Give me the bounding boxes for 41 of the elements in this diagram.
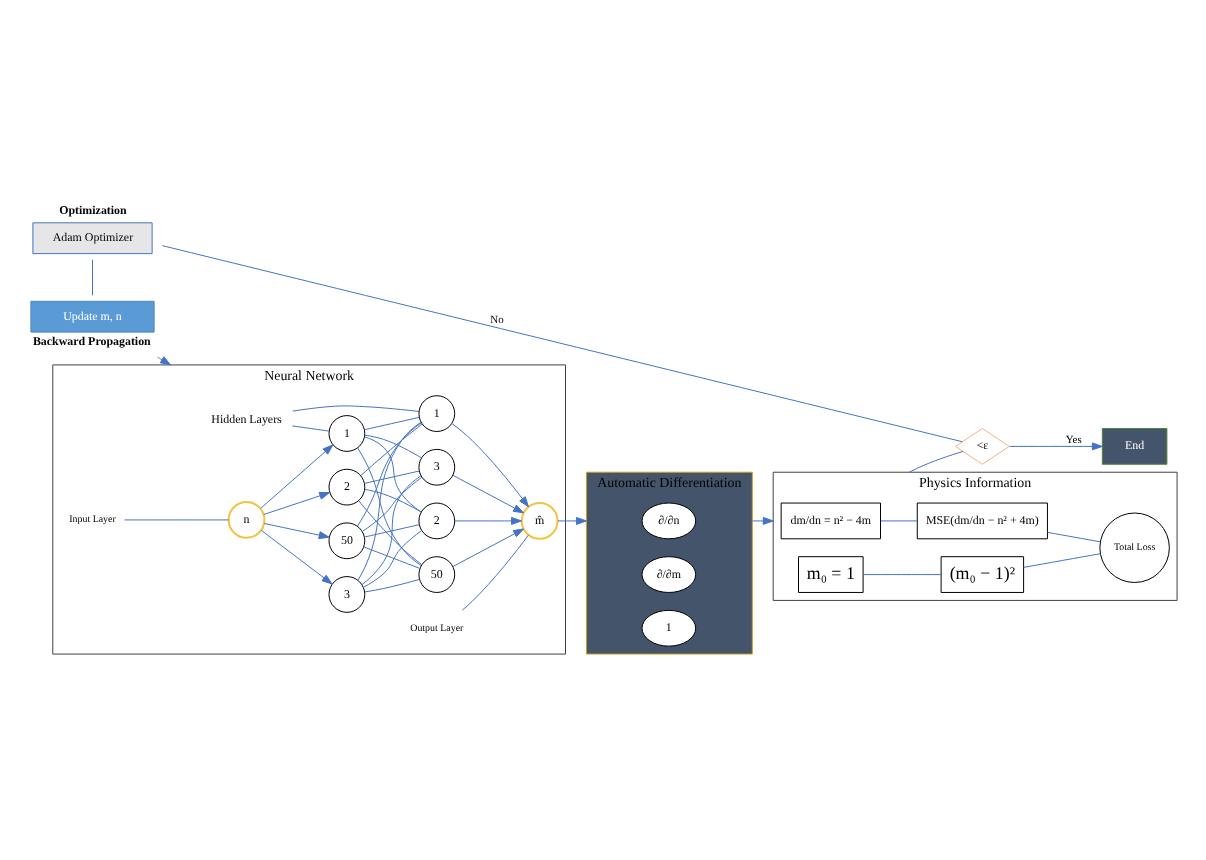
connector (363, 530, 423, 588)
node-box: (m₀ − 1)² (940, 556, 1025, 593)
connector (356, 422, 422, 527)
connector (1023, 553, 1101, 568)
connector (361, 475, 422, 586)
arrow (451, 423, 529, 508)
connector (880, 520, 918, 522)
arrow (263, 522, 330, 540)
connector (364, 488, 422, 513)
connector (1047, 531, 1101, 543)
connector (363, 416, 420, 431)
connector (361, 476, 423, 532)
connector (364, 434, 422, 459)
connector (862, 574, 942, 576)
arrow (452, 474, 525, 514)
connector (363, 470, 420, 484)
connector (908, 450, 964, 473)
arrow (260, 529, 333, 585)
connector (357, 447, 422, 567)
connector (363, 546, 421, 569)
arrow (557, 516, 587, 525)
connector (461, 534, 529, 611)
connector (292, 405, 420, 412)
connector (291, 425, 330, 432)
connector (364, 578, 420, 593)
node-box: m₀ = 1 (798, 556, 864, 593)
arrow (260, 444, 334, 509)
connector (358, 500, 423, 565)
connector (124, 519, 230, 521)
connector (357, 421, 422, 581)
arrow (751, 516, 774, 525)
connector (363, 524, 420, 538)
connector (92, 259, 93, 296)
arrow (157, 356, 172, 366)
arrow (1009, 442, 1103, 451)
arrow (263, 491, 331, 515)
arrow (452, 528, 525, 567)
arrow (454, 516, 522, 525)
connector (161, 245, 963, 443)
connector (360, 423, 423, 476)
connector (364, 436, 422, 513)
